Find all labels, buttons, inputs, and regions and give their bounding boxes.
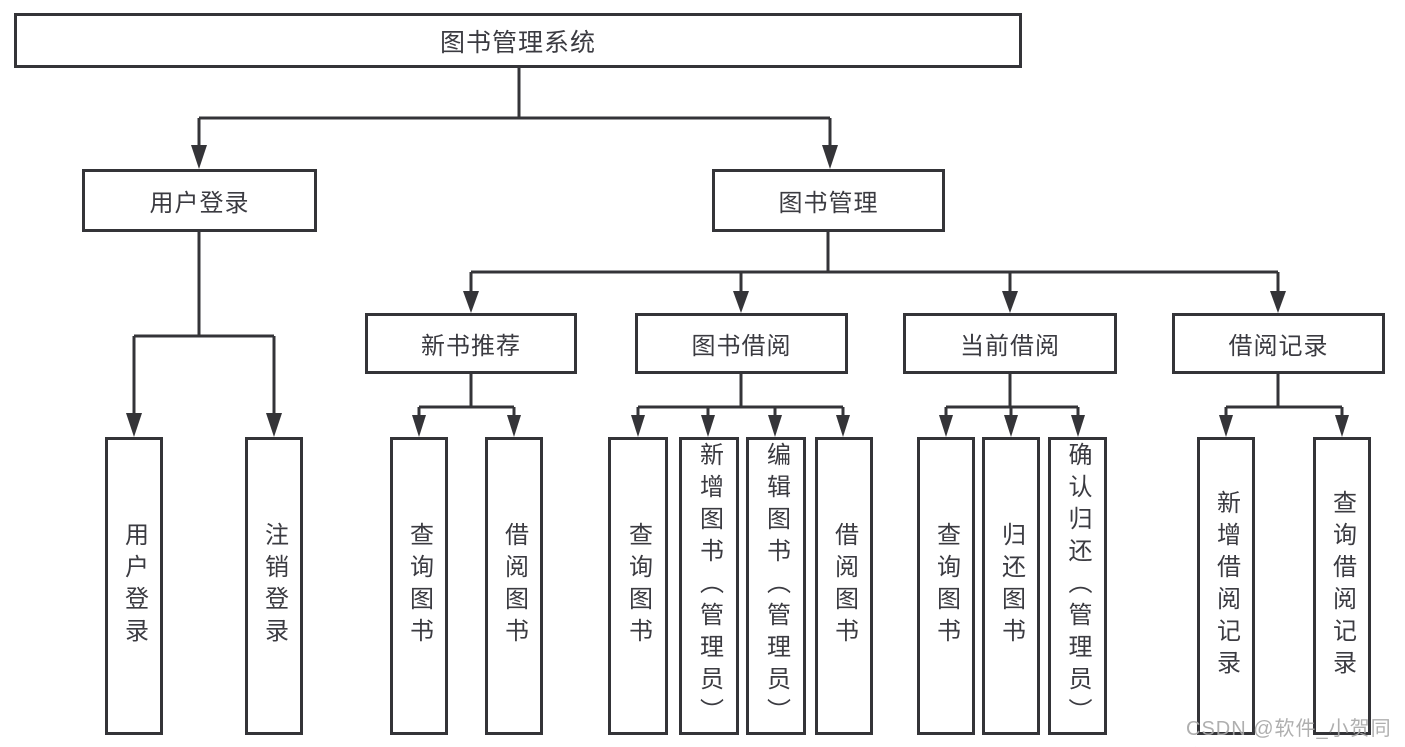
node-leaf-return-books-label: 归还图书 bbox=[997, 522, 1025, 650]
node-leaf-user-login: 用户登录 bbox=[105, 437, 163, 735]
node-leaf-add-book-admin: 新增图书（管理员） bbox=[679, 437, 739, 735]
node-leaf-query-books-borrowing-label: 查询图书 bbox=[624, 522, 652, 650]
node-leaf-user-login-label: 用户登录 bbox=[120, 522, 148, 650]
node-leaf-confirm-return-admin-label: 确认归还（管理员） bbox=[1064, 442, 1091, 730]
node-leaf-query-borrow-record-label: 查询借阅记录 bbox=[1328, 490, 1356, 682]
node-leaf-add-book-admin-label: 新增图书（管理员） bbox=[695, 442, 723, 730]
node-leaf-query-borrow-record: 查询借阅记录 bbox=[1313, 437, 1371, 735]
node-borrowing-records: 借阅记录 bbox=[1172, 313, 1385, 374]
node-book-borrowing: 图书借阅 bbox=[635, 313, 848, 374]
node-root-label: 图书管理系统 bbox=[439, 28, 596, 57]
node-leaf-add-borrow-record-label: 新增借阅记录 bbox=[1212, 490, 1240, 682]
node-leaf-add-borrow-record: 新增借阅记录 bbox=[1197, 437, 1255, 735]
node-leaf-borrow-books-recommend: 借阅图书 bbox=[485, 437, 543, 735]
node-leaf-confirm-return-admin: 确认归还（管理员） bbox=[1048, 437, 1107, 735]
node-new-book-recommend-label: 新书推荐 bbox=[421, 333, 521, 360]
node-leaf-logout: 注销登录 bbox=[245, 437, 303, 735]
node-current-borrowing-label: 当前借阅 bbox=[960, 333, 1060, 360]
node-new-book-recommend: 新书推荐 bbox=[365, 313, 577, 374]
connector-edges bbox=[132, 66, 1344, 418]
node-user-login-label: 用户登录 bbox=[149, 190, 250, 217]
node-leaf-query-books-recommend: 查询图书 bbox=[390, 437, 448, 735]
node-user-login: 用户登录 bbox=[82, 169, 317, 232]
node-book-borrowing-label: 图书借阅 bbox=[691, 333, 792, 360]
node-book-management-label: 图书管理 bbox=[778, 190, 879, 217]
node-current-borrowing: 当前借阅 bbox=[903, 313, 1117, 374]
watermark: CSDN @软件_小贺同学 bbox=[1186, 718, 1392, 740]
node-leaf-borrow-books-borrowing-label: 借阅图书 bbox=[830, 522, 858, 650]
node-leaf-return-books: 归还图书 bbox=[982, 437, 1040, 735]
node-borrowing-records-label: 借阅记录 bbox=[1228, 333, 1329, 360]
node-leaf-borrow-books-recommend-label: 借阅图书 bbox=[500, 522, 528, 650]
node-root: 图书管理系统 bbox=[14, 13, 1022, 68]
node-leaf-query-books-current: 查询图书 bbox=[917, 437, 975, 735]
node-leaf-query-books-current-label: 查询图书 bbox=[932, 522, 960, 650]
node-leaf-query-books-borrowing: 查询图书 bbox=[608, 437, 668, 735]
arrowheads bbox=[126, 145, 1349, 437]
node-leaf-borrow-books-borrowing: 借阅图书 bbox=[815, 437, 873, 735]
node-leaf-query-books-recommend-label: 查询图书 bbox=[405, 522, 433, 650]
node-leaf-edit-book-admin-label: 编辑图书（管理员） bbox=[762, 442, 790, 730]
node-book-management: 图书管理 bbox=[712, 169, 945, 232]
node-leaf-edit-book-admin: 编辑图书（管理员） bbox=[746, 437, 806, 735]
node-leaf-logout-label: 注销登录 bbox=[260, 522, 288, 650]
